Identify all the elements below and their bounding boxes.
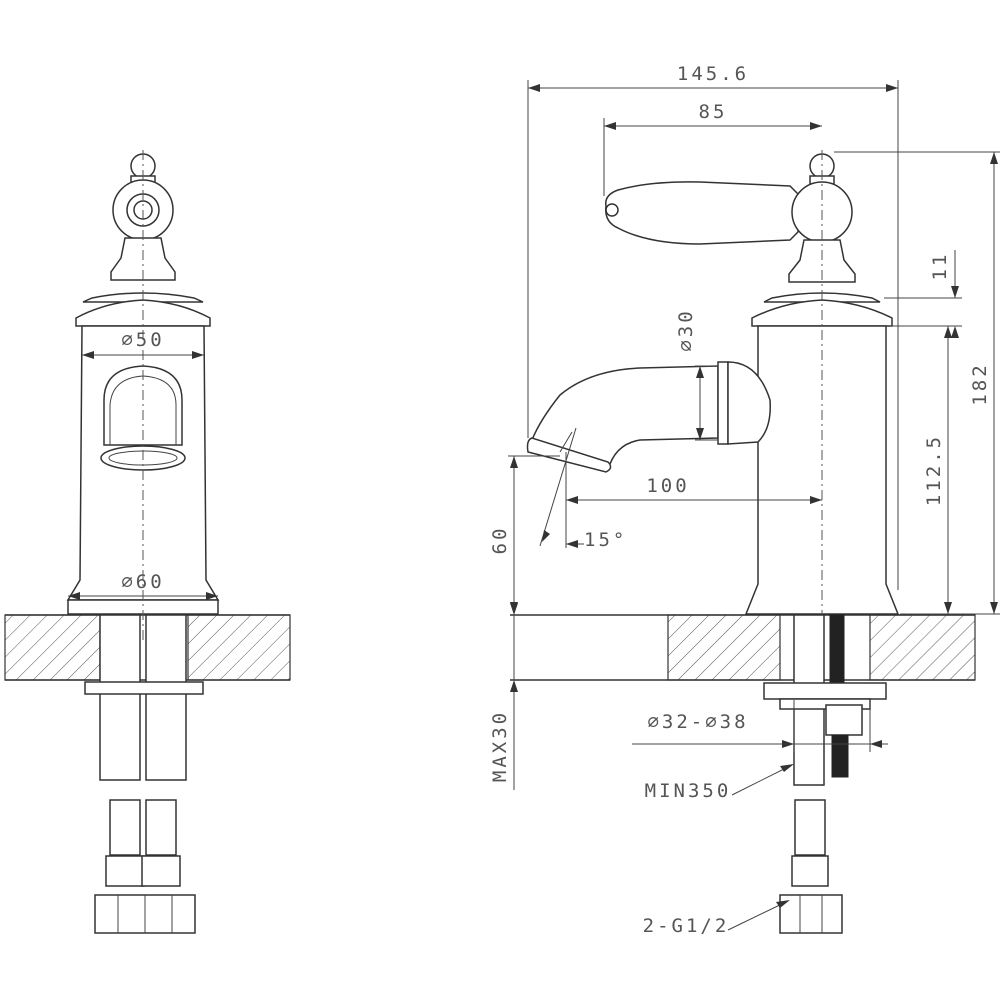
- dim-height-11-label: 11: [929, 252, 951, 281]
- front-dim-base-diameter: ∅60: [68, 571, 218, 600]
- side-countertop: [510, 614, 976, 681]
- front-supply-lines: [84, 614, 204, 934]
- front-faucet-body: [66, 150, 220, 640]
- dim-connector: 2-G1/2: [643, 900, 790, 937]
- dim-height-112-5-label: 112.5: [923, 434, 945, 506]
- dim-spout-height-label: 60: [489, 526, 511, 555]
- dim-spout-height: 60: [489, 455, 560, 614]
- dim-spout-reach-label: 100: [646, 475, 689, 497]
- dim-connector-label: 2-G1/2: [643, 915, 730, 937]
- dim-max-thickness: MAX30: [489, 603, 518, 790]
- dim-base-diameter-label: ∅60: [121, 571, 164, 593]
- dim-spout-angle: 15°: [539, 427, 627, 551]
- dim-spout-reach: 100: [565, 452, 822, 548]
- dim-handle-width: 85: [603, 101, 822, 196]
- dim-spout-angle-label: 15°: [584, 529, 627, 551]
- dim-height-11: 11: [884, 250, 962, 338]
- dim-spout-diameter-label: ∅30: [675, 308, 697, 351]
- dim-overall-width: 145.6: [527, 63, 899, 590]
- dim-hole-diameter: ∅32-∅38: [632, 700, 888, 752]
- front-dim-top-diameter: ∅50: [82, 329, 204, 359]
- side-faucet-body: [526, 150, 900, 790]
- dim-max-thickness-label: MAX30: [489, 710, 511, 782]
- dim-spout-diameter: ∅30: [675, 308, 718, 441]
- dim-overall-width-label: 145.6: [677, 63, 749, 85]
- front-view: ∅50 ∅60: [4, 150, 291, 934]
- side-view: 145.6 85 182 11: [489, 63, 1000, 937]
- dim-hose-length-label: MIN350: [645, 780, 732, 802]
- side-supply-lines: [763, 614, 887, 934]
- dim-total-height-label: 182: [969, 362, 991, 405]
- dim-total-height: 182: [834, 151, 1000, 615]
- dim-hose-length: MIN350: [645, 764, 794, 802]
- dim-height-112-5: 112.5: [923, 326, 952, 614]
- dim-hole-diameter-label: ∅32-∅38: [647, 711, 748, 733]
- dim-handle-width-label: 85: [699, 101, 728, 123]
- dim-top-diameter-label: ∅50: [121, 329, 164, 351]
